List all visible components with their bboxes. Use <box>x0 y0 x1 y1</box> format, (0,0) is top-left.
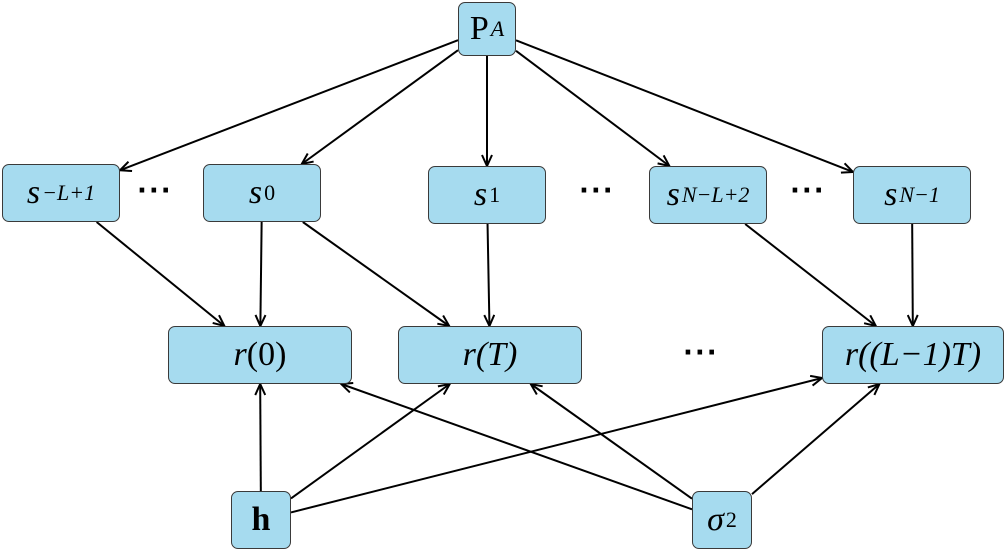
node-r-l-minus-1-t: r((L−1)T) <box>822 326 1004 384</box>
edge-s1-to-rt <box>488 223 490 326</box>
ellipsis-symbols-right: ··· <box>790 176 826 206</box>
edge-sigma-to-r0 <box>341 384 693 511</box>
node-s-n-minus-l-plus-2-main: s <box>666 176 680 213</box>
edge-s0-to-rt <box>302 221 449 326</box>
edge-pa-to-s_nl2 <box>515 49 669 166</box>
edge-s_nl2-to-rl <box>744 223 876 326</box>
node-pa-main: P <box>469 10 489 47</box>
node-s-minus-l-plus-1-sub: −L+1 <box>42 180 96 205</box>
edge-h-to-rl <box>290 378 822 514</box>
node-h-main: h <box>251 501 271 538</box>
edge-pa-to-s0 <box>302 49 459 164</box>
edge-sigma-to-rt <box>531 384 693 500</box>
edge-pa-to-s_neg <box>120 39 459 170</box>
node-r0-arg: (0) <box>246 336 287 373</box>
ellipsis-symbols-middle: ··· <box>579 176 615 206</box>
node-sigma-sup: 2 <box>725 507 737 532</box>
node-r0: r(0) <box>168 326 352 384</box>
node-s-minus-l-plus-1-main: s <box>26 174 41 211</box>
edge-h-to-rt <box>290 384 450 500</box>
edge-h-to-r0 <box>260 384 261 492</box>
edge-s_n1-to-rl <box>912 223 913 326</box>
ellipsis-samples: ··· <box>683 338 719 368</box>
node-h: h <box>231 491 291 549</box>
node-rt-arg: (T) <box>475 336 518 373</box>
node-s1-main: s <box>473 176 488 213</box>
node-rt: r(T) <box>398 326 582 384</box>
node-r0-main: r <box>233 336 247 373</box>
node-pa-sub: A <box>490 16 505 41</box>
node-s1-sub: 1 <box>489 182 501 207</box>
node-s-n-minus-1-sub: N−1 <box>899 182 940 207</box>
node-s0-sub: 0 <box>264 180 276 205</box>
node-s-minus-l-plus-1: s−L+1 <box>2 164 120 222</box>
edge-s0-to-r0 <box>260 221 261 326</box>
node-sigma-main: σ <box>707 501 724 538</box>
node-s0-main: s <box>248 174 263 211</box>
edge-sigma-to-rl <box>751 384 879 495</box>
edge-pa-to-s_n1 <box>515 39 853 172</box>
edge-s_neg-to-r0 <box>95 221 225 326</box>
ellipsis-symbols-left: ··· <box>137 176 173 206</box>
node-r-l-minus-1-t-main: r <box>844 336 859 373</box>
node-s-n-minus-1-main: s <box>884 176 898 213</box>
node-rt-main: r <box>462 336 476 373</box>
node-r-l-minus-1-t-arg: ((L−1)T) <box>858 336 982 373</box>
node-s-n-minus-l-plus-2-sub: N−L+2 <box>681 182 750 207</box>
